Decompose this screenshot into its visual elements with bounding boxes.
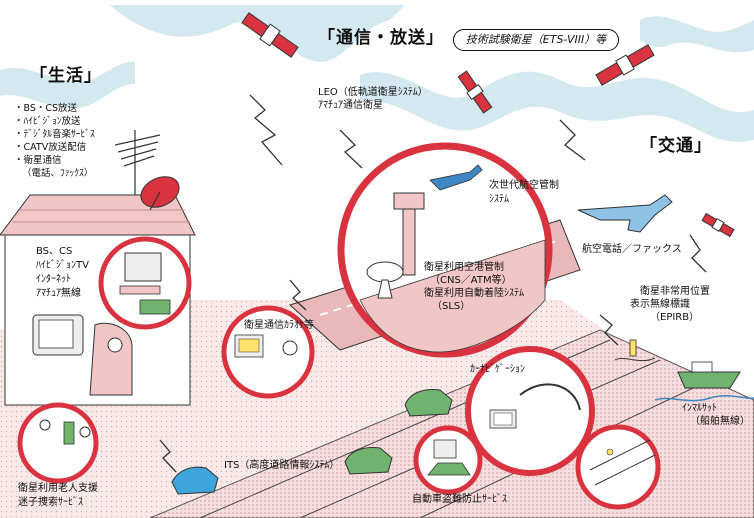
satellite-right bbox=[595, 44, 655, 86]
parked-car bbox=[427, 462, 471, 476]
modem bbox=[139, 299, 171, 315]
home-service-label: BS、CS bbox=[36, 246, 73, 257]
theft-terminal bbox=[433, 439, 457, 459]
life-service-item: ・ﾃﾞｼﾞﾀﾙ音楽ｻｰﾋﾞｽ bbox=[14, 129, 95, 140]
epirb-buoy bbox=[629, 339, 637, 357]
armchair bbox=[89, 322, 133, 396]
home-service-label: ﾊｲﾋﾞｼﾞｮﾝTV bbox=[36, 260, 89, 271]
ship bbox=[677, 371, 741, 389]
karaoke-circle bbox=[221, 305, 315, 399]
sky-ribbon bbox=[360, 71, 754, 142]
computer-keyboard bbox=[119, 285, 161, 295]
radio-wave bbox=[599, 314, 619, 346]
leo-label: LEO（低軌道衛星ｼｽﾃﾑ） bbox=[318, 87, 428, 98]
elder-head bbox=[39, 419, 51, 431]
radio-wave bbox=[249, 94, 283, 166]
its-label: ITS（高度道路情報ｼｽﾃﾑ） bbox=[224, 460, 340, 471]
antenna-stand bbox=[377, 279, 393, 299]
buoy-water bbox=[614, 357, 656, 362]
airport-service-label: （CNS／ATM等） bbox=[430, 275, 512, 286]
life-service-item: ・衛星通信 bbox=[14, 155, 62, 166]
epirb-label: 衛星非常用位置 bbox=[640, 286, 710, 297]
elderly-support-label: 衛星利用老人支援 bbox=[18, 483, 98, 494]
airport-service-label: （SLS） bbox=[432, 301, 471, 312]
parabolic-antenna bbox=[366, 261, 404, 283]
car-green bbox=[344, 447, 393, 475]
airport-service-label: 衛星利用自動着陸ｼｽﾃﾑ bbox=[424, 288, 524, 299]
handheld-terminal bbox=[63, 421, 75, 445]
satellite-ets bbox=[241, 12, 299, 58]
radio-wave bbox=[689, 234, 707, 273]
car-navigation-circle bbox=[465, 346, 595, 476]
inmarsat-label: （船舶無線） bbox=[690, 416, 750, 427]
control-tower-cab bbox=[393, 192, 425, 210]
ets-viii-badge: 技術試験衛星（ETS-VIII）等 bbox=[453, 29, 619, 51]
life-service-item: （電話、ﾌｧｯｸｽ） bbox=[22, 168, 94, 179]
car-blue bbox=[171, 466, 219, 495]
home-service-label: ｲﾝﾀｰﾈｯﾄ bbox=[36, 274, 71, 285]
radio-wave bbox=[559, 119, 586, 161]
epirb-label: （EPIRB） bbox=[650, 312, 700, 323]
radio-wave bbox=[289, 279, 307, 311]
child-head bbox=[79, 426, 91, 438]
airplane-small bbox=[429, 164, 483, 191]
crossroad-circle bbox=[575, 424, 661, 510]
karaoke-screen bbox=[238, 338, 260, 353]
theft-prevention-label: 自動車盗難防止ｻｰﾋﾞｽ bbox=[412, 494, 507, 505]
category-communication-title: 「通信・放送」 bbox=[318, 28, 444, 48]
life-service-item: ・ﾊｲﾋﾞｼﾞｮﾝ放送 bbox=[14, 116, 81, 127]
aviation-phone-label: 航空電話／ファックス bbox=[582, 244, 682, 255]
theft-circle bbox=[413, 425, 483, 495]
satellite-small bbox=[701, 212, 735, 238]
sea bbox=[654, 395, 754, 402]
airport-ground bbox=[359, 239, 546, 353]
radio-wave bbox=[159, 439, 177, 473]
crossroad bbox=[589, 439, 656, 486]
traffic-light bbox=[606, 448, 614, 456]
airplane-large bbox=[577, 194, 673, 233]
lost-child-label: 迷子捜索ｻｰﾋﾞｽ bbox=[18, 497, 83, 508]
radio-wave bbox=[339, 129, 363, 169]
tv-antenna bbox=[114, 130, 161, 195]
epirb-label: 表示無線標識 bbox=[630, 299, 690, 310]
computer-monitor bbox=[124, 252, 162, 282]
life-service-item: ・CATV放送配信 bbox=[14, 142, 87, 153]
ship-cabin bbox=[691, 361, 713, 373]
satellite-leo bbox=[457, 70, 493, 114]
karaoke-label: 衛星通信ｶﾗｵｹ等 bbox=[244, 320, 314, 331]
dish-arm bbox=[149, 191, 161, 211]
inmarsat-label: ｲﾝﾏﾙｻｯﾄ bbox=[682, 403, 717, 414]
sky-ribbon bbox=[110, 5, 405, 62]
person-head bbox=[107, 337, 123, 353]
airport-service-label: 衛星利用空港管制 bbox=[424, 262, 504, 273]
category-life-title: 「生活」 bbox=[30, 66, 102, 86]
home-service-label: ｱﾏﾁｭｱ無線 bbox=[36, 288, 81, 299]
sky-ribbon bbox=[0, 61, 135, 109]
amateur-satellite-label: ｱﾏﾁｭｱ通信衛星 bbox=[318, 100, 383, 111]
category-traffic-title: 「交通」 bbox=[640, 136, 712, 156]
elderly-circle bbox=[17, 402, 99, 484]
singer-head bbox=[282, 340, 298, 356]
control-tower bbox=[402, 204, 416, 276]
tv-screen bbox=[38, 319, 74, 349]
next-gen-atc-sub: ｼｽﾃﾑ bbox=[489, 194, 509, 205]
life-service-item: ・BS・CS放送 bbox=[14, 103, 78, 114]
sky-ribbon bbox=[640, 16, 754, 53]
nav-screen bbox=[493, 412, 513, 426]
car-green bbox=[404, 389, 453, 417]
car-navigation-label: ｶｰﾅﾋﾞｹﾞｰｼｮﾝ bbox=[470, 364, 525, 375]
steering-wheel bbox=[519, 383, 581, 411]
next-gen-atc-label: 次世代航空管制 bbox=[489, 180, 559, 191]
roof-stripes bbox=[12, 209, 190, 223]
life-service-list: ・BS・CS放送 ・ﾊｲﾋﾞｼﾞｮﾝ放送 ・ﾃﾞｼﾞﾀﾙ音楽ｻｰﾋﾞｽ ・CAT… bbox=[14, 102, 95, 180]
